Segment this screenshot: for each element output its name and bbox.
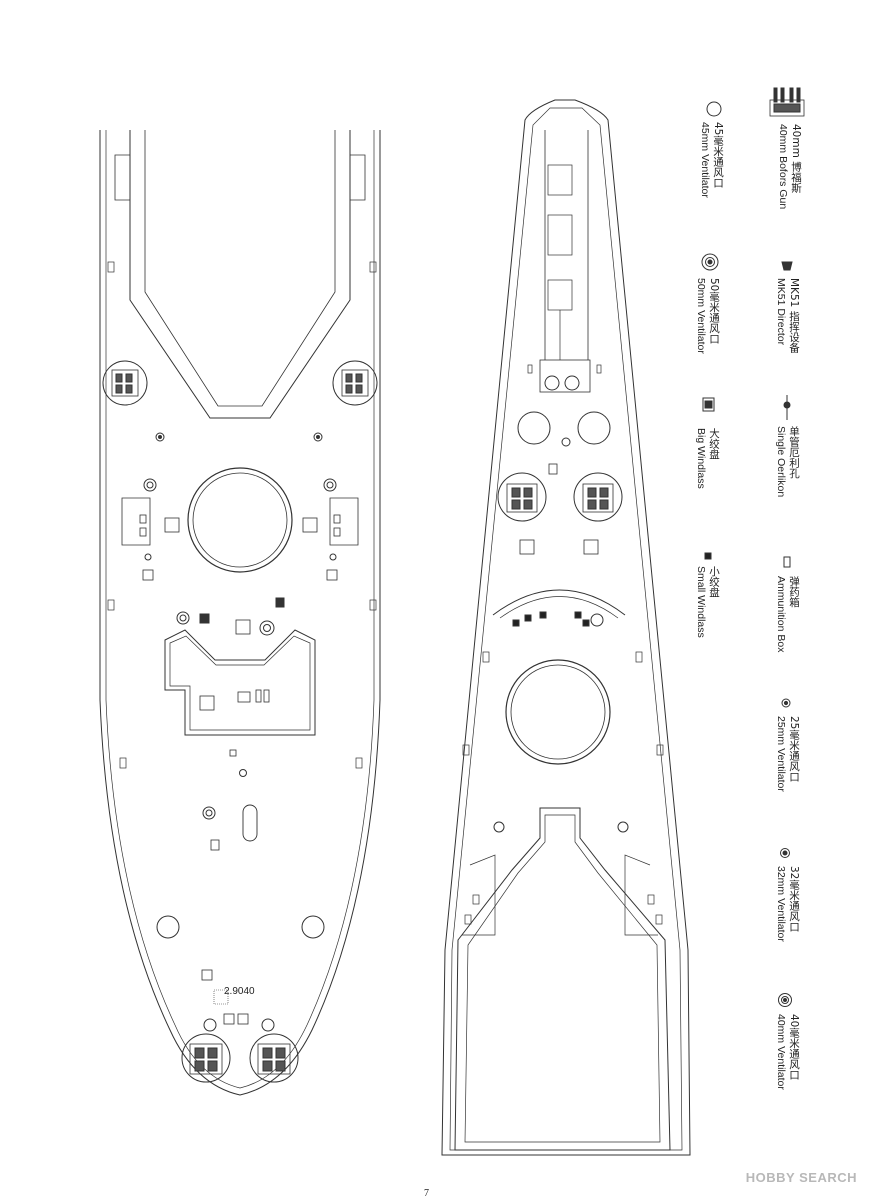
stern-central-platform [164,629,316,736]
small-windlass-icon [704,552,712,560]
legend-cn: 25毫米通风口 [788,716,800,782]
legend-en: Ammunition Box [775,576,787,653]
stern-deck-cutout-inner [144,130,336,407]
legend-en: 40mm Bofors Gun [777,124,789,210]
legend-en: 45mm Ventilator [699,122,711,198]
big-windlass-icon [702,397,715,412]
legend-cn: 50毫米通风口 [708,278,720,344]
stern-hull-inner-line [105,130,375,1089]
legend-icons [701,87,805,1007]
legend-en: 40mm Ventilator [775,1014,787,1090]
stern-deck-cutout [129,130,351,419]
mk51-director-icon [781,261,793,271]
legend-cn: 单管厄利孔 [788,426,800,479]
legend-cn: 32毫米通风口 [788,866,800,932]
legend-cn: 弹药箱 [788,576,800,608]
bofors-mount-stbd-aft [332,360,378,406]
legend-ammunition-box: 弹药箱 Ammunition Box [764,576,824,736]
stern-deck-plan [99,130,381,1096]
legend-cn: 大绞盘 [708,428,720,460]
vent-40mm-icon [778,993,792,1007]
legend-en: 50mm Ventilator [695,278,707,354]
bofors-mount-bow-port [497,472,547,522]
bow-barbette-circle [505,659,611,765]
legend-cn: 小绞盘 [708,566,720,598]
legend-32mm-ventilator: 32毫米通风口 32mm Ventilator [764,866,824,1026]
bow-hull-outline [441,99,691,1156]
legend-cn: 40毫米通风口 [788,1014,800,1080]
legend-cn: 45毫米通风口 [712,122,724,188]
vent-45mm-icon [706,101,722,117]
vent-32mm-icon [780,848,790,858]
bow-deck-plan [441,99,691,1156]
legend-en: Big Windlass [695,428,707,489]
bofors-mount-stern-stbd [249,1033,299,1083]
bow-superstructure-cutout [454,807,671,1151]
legend-mk51-director: MK51 指挥设备 MK51 Director [764,278,824,438]
bow-hull-inner-line [449,107,683,1151]
watermark: HOBBY SEARCH [745,1170,857,1185]
vent-50mm-icon [701,253,719,271]
legend-en: 32mm Ventilator [775,866,787,942]
bofors-mount-stern-port [181,1033,231,1083]
stern-barbette-circle [187,467,293,573]
ammunition-box-icon [783,556,791,568]
legend-cn: 40mm 博福斯 [790,124,802,193]
legend-en: Single Oerlikon [775,426,787,498]
legend-50mm-ventilator: 50毫米通风口 50mm Ventilator [684,278,744,438]
legend-small-windlass: 小绞盘 Small Windlass [684,566,744,726]
legend-big-windlass: 大绞盘 Big Windlass [684,428,744,588]
legend-cn: MK51 指挥设备 [788,278,800,353]
bofors-mount-port-aft [102,360,148,406]
bow-gun-arc [492,589,626,616]
legend-25mm-ventilator: 25毫米通风口 25mm Ventilator [764,716,824,876]
legend-40mm-ventilator: 40毫米通风口 40mm Ventilator [764,1014,824,1174]
vent-25mm-icon [781,698,791,708]
legend-single-oerlikon: 单管厄利孔 Single Oerlikon [764,426,824,586]
dimension-label: 2.9040 [224,986,255,997]
legend-en: Small Windlass [695,566,707,638]
stern-hull-outline [99,130,381,1096]
bofors-gun-icon [769,87,805,117]
legend-40mm-bofors-gun: 40mm 博福斯 40mm Bofors Gun [766,124,826,284]
legend-en: 25mm Ventilator [775,716,787,792]
bofors-mount-bow-stbd [573,472,623,522]
single-oerlikon-icon [783,395,791,420]
page-number: 7 [424,1188,429,1199]
legend-en: MK51 Director [775,278,787,346]
legend-45mm-ventilator: 45毫米通风口 45mm Ventilator [688,122,748,282]
